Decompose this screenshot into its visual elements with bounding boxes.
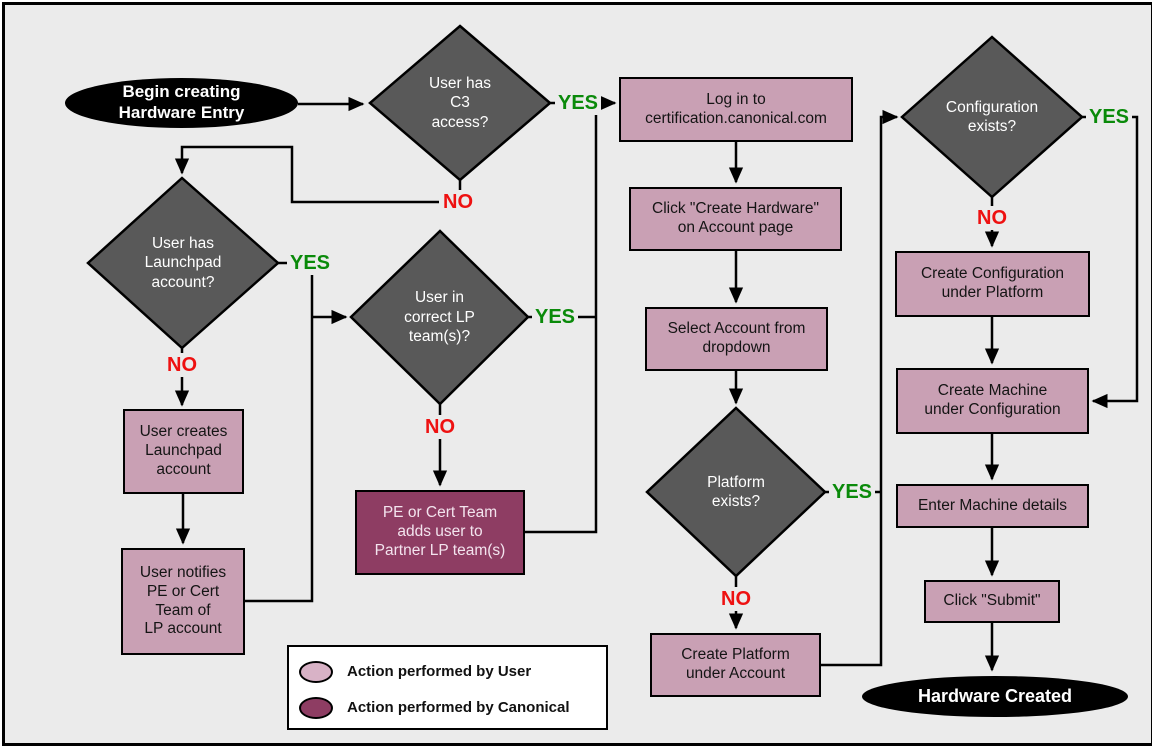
- step-click-submit: Click "Submit": [924, 580, 1060, 623]
- decision-lp-team-label: User in correct LP team(s)?: [404, 289, 475, 346]
- legend-user-action-ellipse: [299, 661, 333, 683]
- step-login: Log in to certification.canonical.com: [619, 77, 853, 142]
- edge-label-no-config: NO: [973, 206, 1011, 230]
- step-user-creates-launchpad: User creates Launchpad account: [123, 409, 244, 494]
- step-create-configuration: Create Configuration under Platform: [895, 251, 1090, 317]
- decision-lp-team-shape: [349, 229, 530, 406]
- step-user-notifies: User notifies PE or Cert Team of LP acco…: [121, 548, 245, 655]
- edge-label-yes-team: YES: [532, 305, 578, 329]
- legend-canonical-action-ellipse: [299, 697, 333, 719]
- edge-label-no-launchpad: NO: [163, 353, 201, 377]
- edge-label-no-c3: NO: [439, 190, 477, 214]
- legend: Action performed by User Action performe…: [287, 645, 608, 730]
- step-pe-adds-user: PE or Cert Team adds user to Partner LP …: [355, 490, 525, 575]
- edge-label-yes-c3: YES: [555, 91, 601, 115]
- step-create-machine: Create Machine under Configuration: [896, 368, 1089, 434]
- legend-user-action-label: Action performed by User: [347, 663, 532, 680]
- end-terminal: Hardware Created: [862, 676, 1128, 717]
- decision-c3-shape: [368, 24, 552, 182]
- decision-platform-shape: [645, 406, 827, 578]
- step-create-platform: Create Platform under Account: [650, 633, 821, 697]
- decision-c3-label: User has C3 access?: [428, 74, 492, 131]
- decision-launchpad-shape: [86, 176, 280, 350]
- edge-label-no-team: NO: [421, 415, 459, 439]
- edge-label-yes-launchpad: YES: [287, 251, 333, 275]
- start-terminal: Begin creating Hardware Entry: [65, 78, 298, 128]
- step-click-create-hardware: Click "Create Hardware" on Account page: [629, 187, 842, 251]
- step-enter-machine-details: Enter Machine details: [896, 484, 1089, 528]
- edge-label-no-platform: NO: [717, 587, 755, 611]
- step-select-account: Select Account from dropdown: [645, 307, 828, 371]
- decision-configuration-label: Configuration exists?: [945, 98, 1039, 135]
- edge-config-yes-to-machine: [1082, 115, 1139, 409]
- decision-launchpad-label: User has Launchpad account?: [144, 234, 222, 291]
- edge-label-yes-config: YES: [1086, 105, 1132, 129]
- decision-platform-label: Platform exists?: [707, 473, 765, 510]
- legend-canonical-action-label: Action performed by Canonical: [347, 699, 570, 716]
- edge-label-yes-platform: YES: [829, 480, 875, 504]
- edge-createplatform-to-config: [821, 109, 899, 667]
- decision-configuration-shape: [900, 35, 1084, 199]
- edge-pe-merge-up: [525, 103, 598, 534]
